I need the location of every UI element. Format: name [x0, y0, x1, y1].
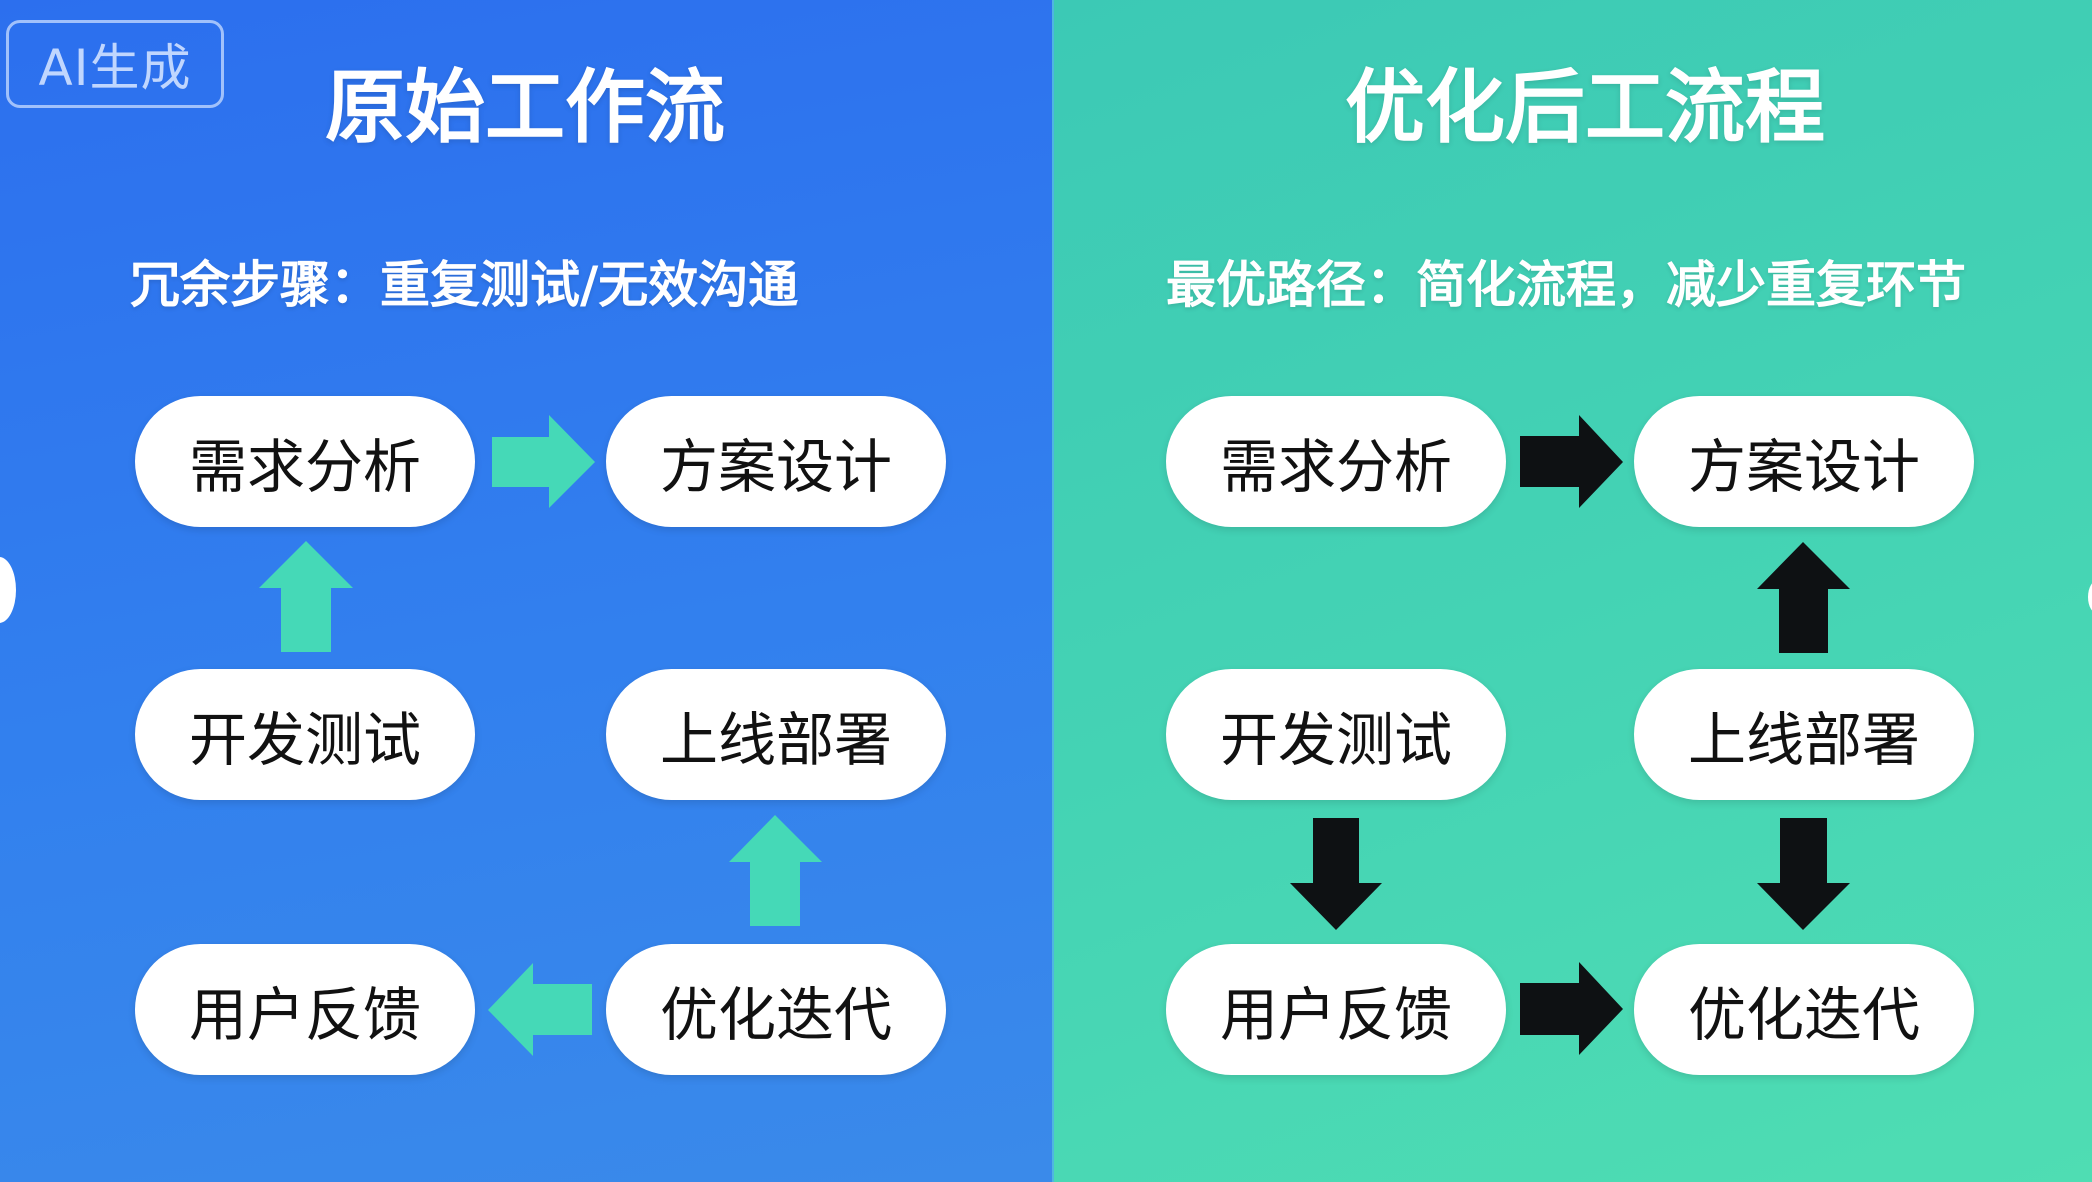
panel-divider: [1052, 0, 1054, 1182]
right-edge-handle[interactable]: [2088, 580, 2092, 614]
left-node-deploy: 上线部署: [606, 669, 946, 800]
original-workflow-subtitle: 冗余步骤：重复测试/无效沟通: [130, 256, 799, 314]
right-node-dev-test: 开发测试: [1166, 669, 1506, 800]
right-node-requirements: 需求分析: [1166, 396, 1506, 527]
optimized-workflow-title: 优化后工流程: [1345, 61, 1825, 154]
right-node-iterate: 优化迭代: [1634, 944, 1974, 1075]
left-edge-handle[interactable]: [0, 557, 16, 623]
optimized-workflow-subtitle: 最优路径：简化流程，减少重复环节: [1166, 256, 1966, 314]
right-node-deploy: 上线部署: [1634, 669, 1974, 800]
left-node-design: 方案设计: [606, 396, 946, 527]
ai-generated-badge: AI生成: [6, 20, 224, 108]
original-workflow-title: 原始工作流: [325, 61, 725, 154]
left-node-iterate: 优化迭代: [606, 944, 946, 1075]
right-node-user-feedback: 用户反馈: [1166, 944, 1506, 1075]
left-node-user-feedback: 用户反馈: [135, 944, 475, 1075]
left-node-dev-test: 开发测试: [135, 669, 475, 800]
left-node-requirements: 需求分析: [135, 396, 475, 527]
right-node-design: 方案设计: [1634, 396, 1974, 527]
